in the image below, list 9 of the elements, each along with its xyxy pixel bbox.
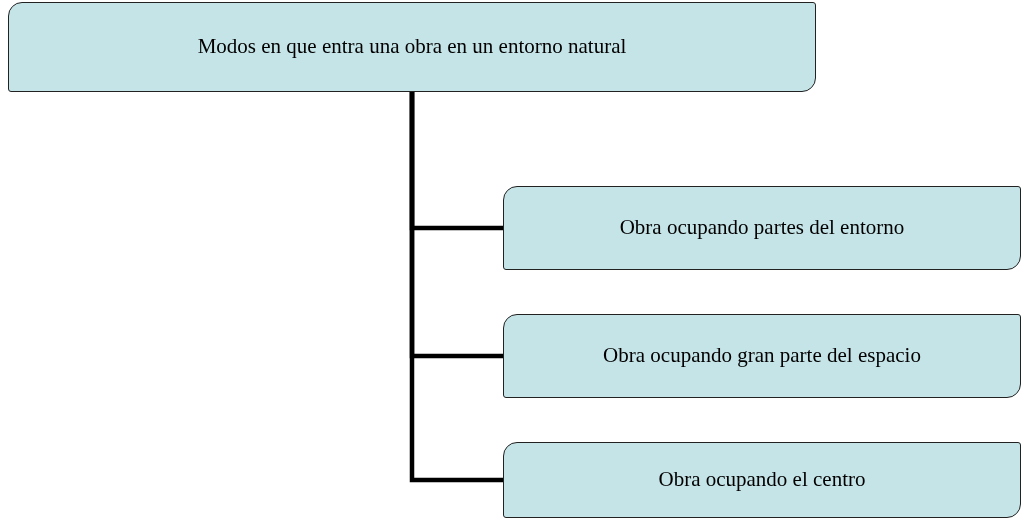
process-box	[503, 314, 1021, 398]
process-box	[503, 442, 1021, 518]
process-box	[8, 2, 816, 92]
box-label: Modos en que entra una obra en un entorno natural	[197, 34, 627, 60]
connector-line	[409, 92, 503, 483]
process-box	[503, 186, 1021, 270]
box-label: Obra ocupando el centro	[658, 467, 866, 493]
box-label: Obra ocupando gran parte del espacio	[603, 343, 921, 369]
box-label: Obra ocupando partes del entorno	[619, 215, 905, 241]
